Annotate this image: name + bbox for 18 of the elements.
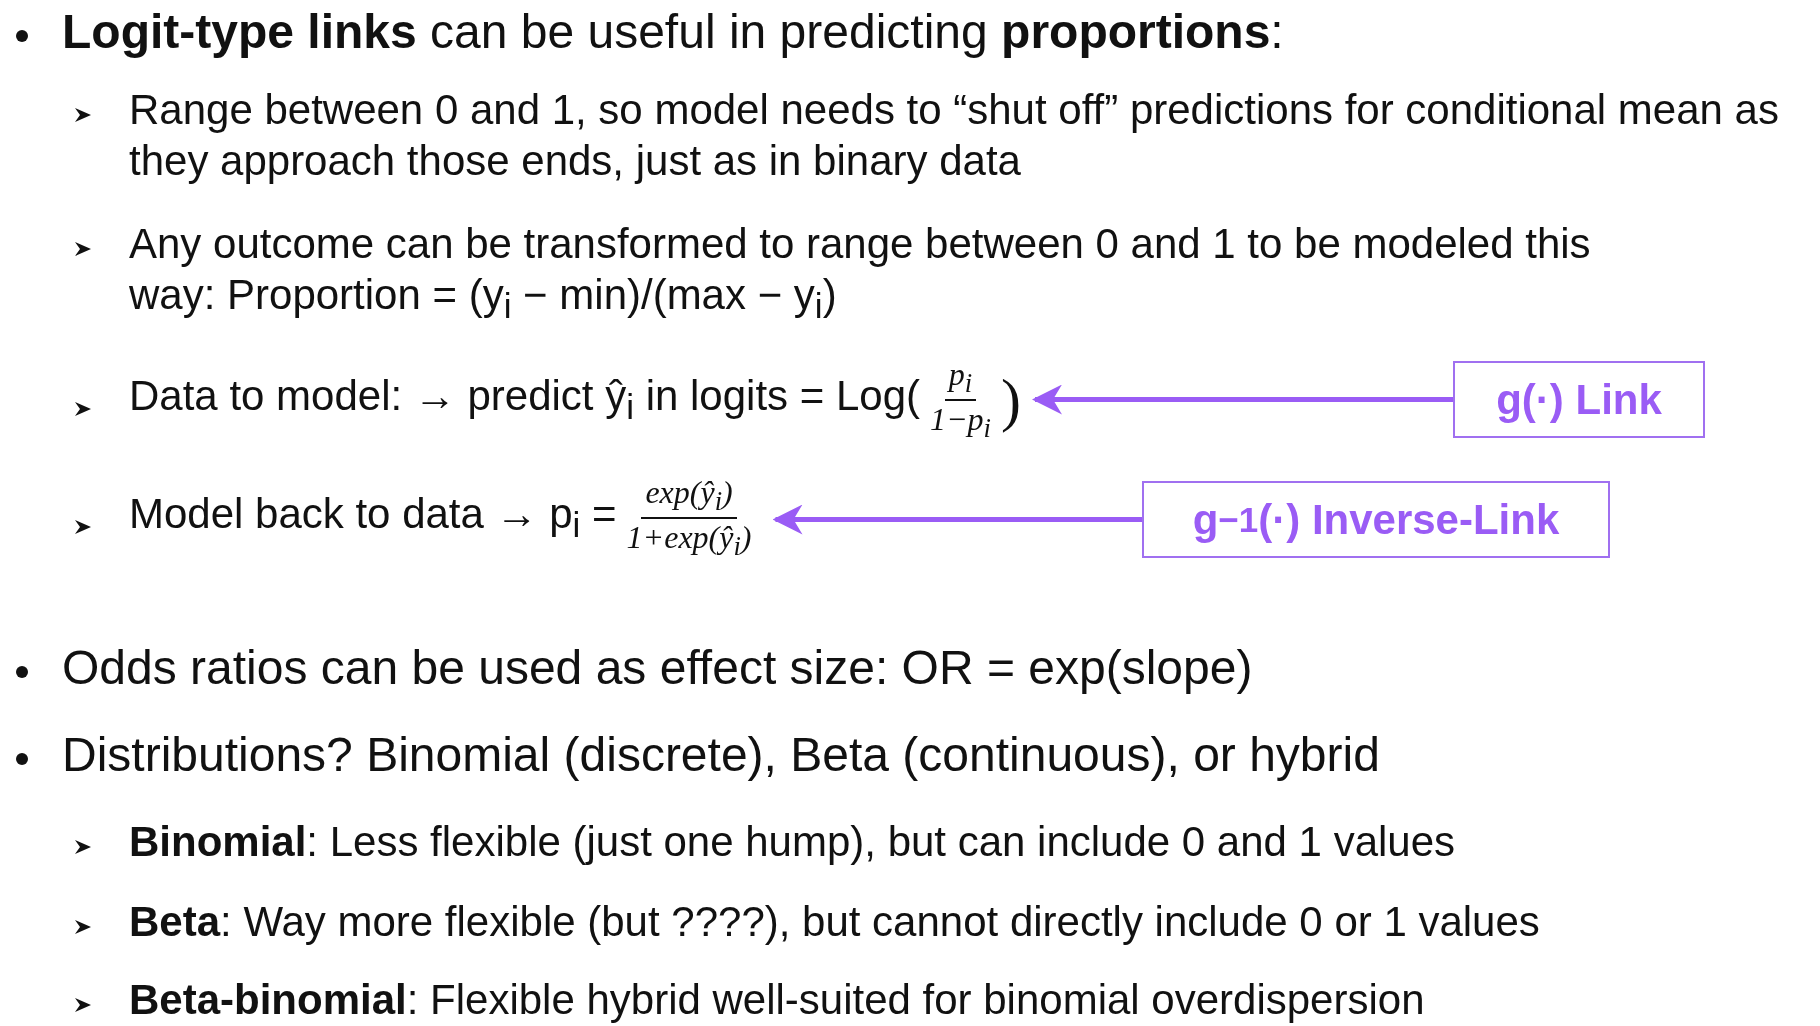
bullet-text: Range between 0 and 1, so model needs to “shut off” predictions for conditional mean as they approach those ends, just as in binary data bbox=[129, 85, 1780, 187]
bullet-text: Beta-binomial: Flexible hybrid well-suited for binomial overdispersion bbox=[129, 975, 1425, 1025]
formula-text: Model back to data → p$_{i}$ = bbox=[129, 490, 617, 546]
bullet-text: Binomial: Less flexible (just one hump), but can include 0 and 1 values bbox=[129, 817, 1456, 867]
formula-text: Data to model: → predict ŷ$_{i}$ in logits = Log( bbox=[129, 372, 920, 428]
bullet-text: Logit-type links can be useful in predicting proportions: bbox=[62, 4, 1284, 60]
bullet-text: Beta: Way more flexible (but ????), but cannot directly include 0 or 1 values bbox=[129, 897, 1540, 947]
bullet-text: Any outcome can be transformed to range between 0 and 1 to be modeled this way: Proportion = (y$_{i}$ − min)/(max − y$_{i}$) bbox=[129, 219, 1592, 328]
fraction-denominator: 1−p$_{i}$ bbox=[929, 401, 992, 445]
link-label-box: g(·) Link bbox=[1453, 361, 1705, 438]
formula-text: ) bbox=[1001, 365, 1021, 435]
bullet-text: Odds ratios can be used as effect size: OR = exp(slope) bbox=[62, 640, 1253, 696]
arrow bbox=[772, 504, 1142, 535]
arrow bbox=[1032, 384, 1453, 415]
fraction-denominator: 1+exp(ŷ$_{i}$) bbox=[625, 519, 753, 563]
fraction-numerator: p$_{i}$ bbox=[944, 355, 977, 401]
bullet-text: Distributions? Binomial (discrete), Beta (continuous), or hybrid bbox=[62, 727, 1380, 783]
fraction-numerator: exp(ŷ$_{i}$) bbox=[641, 473, 737, 519]
